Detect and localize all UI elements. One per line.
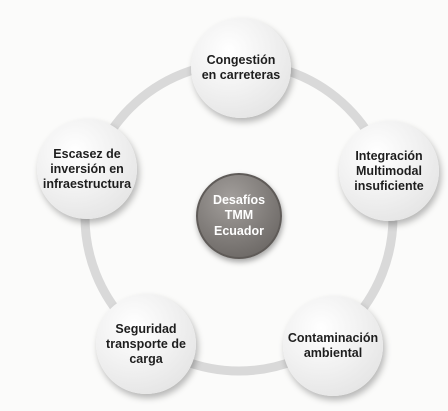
node-escasez-label: Escasez de inversión en infraestructura bbox=[42, 146, 132, 191]
node-seguridad-label: Seguridad transporte de carga bbox=[106, 321, 186, 366]
node-congestion-label: Congestión en carreteras bbox=[201, 53, 281, 82]
center-node: Desafíos TMM Ecuador bbox=[196, 173, 282, 259]
node-integracion: Integración Multimodal insuficiente bbox=[339, 121, 439, 221]
node-seguridad: Seguridad transporte de carga bbox=[96, 294, 196, 394]
node-integracion-label: Integración Multimodal insuficiente bbox=[354, 148, 424, 193]
center-node-label: Desafíos TMM Ecuador bbox=[212, 192, 266, 238]
node-congestion: Congestión en carreteras bbox=[191, 18, 291, 118]
node-contaminacion: Contaminación ambiental bbox=[283, 296, 383, 396]
node-escasez: Escasez de inversión en infraestructura bbox=[37, 119, 137, 219]
node-contaminacion-label: Contaminación ambiental bbox=[287, 331, 379, 360]
